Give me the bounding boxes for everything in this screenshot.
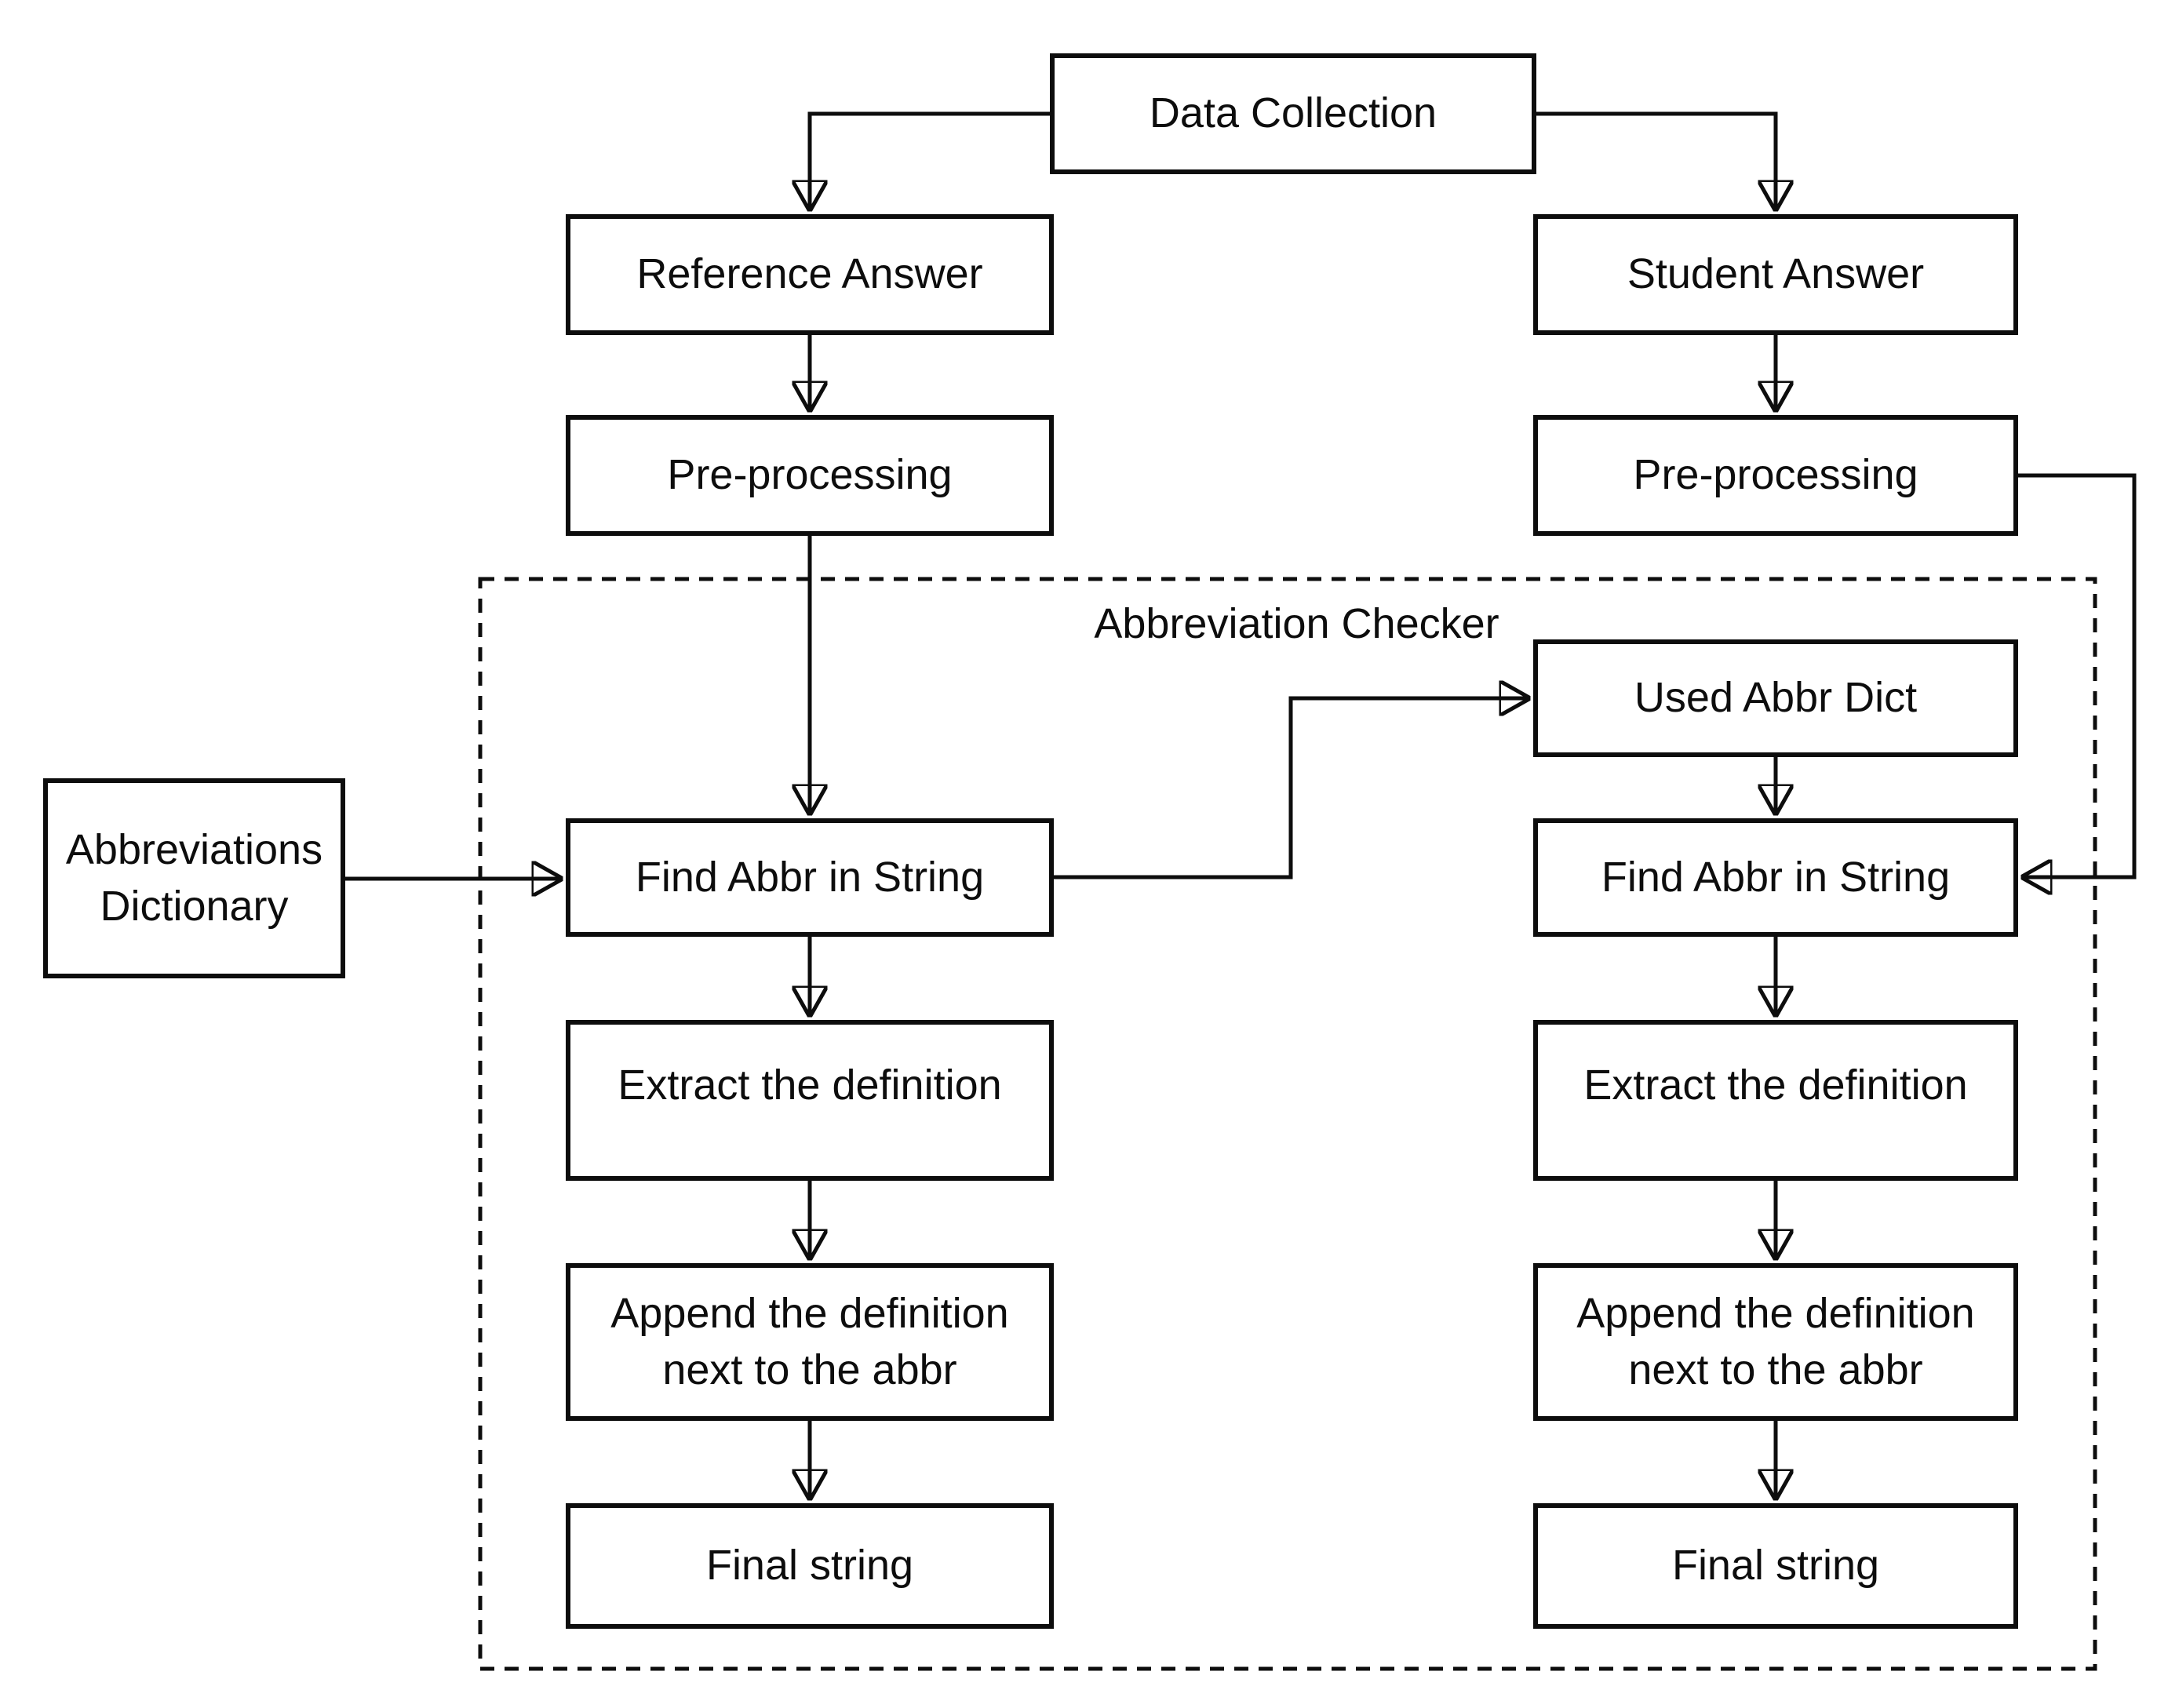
node-label: Append the definition next to the abbr	[1576, 1290, 1975, 1393]
node-label: Extract the definition	[1583, 1061, 1968, 1109]
node-used-abbr-dict: Used Abbr Dict	[1533, 639, 2018, 757]
node-final-string-reference: Final string	[566, 1503, 1054, 1629]
arrow-data-collection-to-student-answer	[1536, 111, 1776, 209]
node-extract-definition-student: Extract the definition	[1533, 1020, 2018, 1181]
node-extract-definition-reference: Extract the definition	[566, 1020, 1054, 1181]
node-pre-processing-reference: Pre-processing	[566, 415, 1054, 536]
node-label: Extract the definition	[618, 1061, 1002, 1109]
node-label: Used Abbr Dict	[1634, 674, 1918, 722]
arrow-find-abbr-to-used-abbr-dict	[1054, 698, 1529, 879]
node-label: Reference Answer	[636, 250, 983, 298]
node-student-answer: Student Answer	[1533, 214, 2018, 335]
node-append-definition-reference: Append the definition next to the abbr	[566, 1263, 1054, 1421]
node-find-abbr-reference: Find Abbr in String	[566, 818, 1054, 937]
node-append-definition-student: Append the definition next to the abbr	[1533, 1263, 2018, 1421]
abbreviation-checker-label: Abbreviation Checker	[1094, 600, 1499, 647]
node-reference-answer: Reference Answer	[566, 214, 1054, 335]
abbreviation-checker-boundary	[478, 577, 2097, 1671]
arrow-data-collection-to-reference-answer	[810, 111, 1050, 209]
node-label: Pre-processing	[667, 451, 953, 499]
node-label: Find Abbr in String	[1601, 853, 1951, 901]
arrow-pre-processing-to-find-abbr-student	[2018, 473, 2137, 877]
node-abbreviations-dictionary: Abbreviations Dictionary	[43, 778, 345, 978]
node-label: Final string	[705, 1542, 914, 1590]
node-label: Abbreviations Dictionary	[65, 826, 323, 930]
node-label: Student Answer	[1627, 250, 1925, 298]
node-label: Append the definition next to the abbr	[610, 1290, 1009, 1393]
node-label: Final string	[1671, 1542, 1880, 1590]
node-label: Data Collection	[1149, 89, 1437, 137]
node-label: Find Abbr in String	[635, 853, 985, 901]
node-label: Pre-processing	[1633, 451, 1918, 499]
node-find-abbr-student: Find Abbr in String	[1533, 818, 2018, 937]
node-final-string-student: Final string	[1533, 1503, 2018, 1629]
node-pre-processing-student: Pre-processing	[1533, 415, 2018, 536]
node-data-collection: Data Collection	[1050, 53, 1536, 174]
